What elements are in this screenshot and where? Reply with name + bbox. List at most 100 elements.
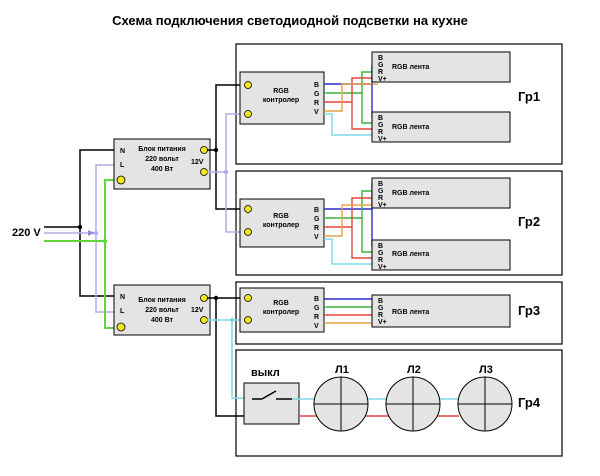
psu-1-plus-terminal — [200, 168, 208, 176]
controller-2-pin-r: R — [314, 225, 319, 232]
controller-1-line1: RGB — [273, 88, 289, 95]
lamp-2 — [385, 376, 441, 432]
controller-3-line2: контролер — [263, 309, 299, 316]
psu-1-output-label: 12V — [191, 159, 204, 166]
group-1-frame — [235, 43, 563, 165]
psu-2: N L Блок питания 220 вольт 400 Вт 12V — [113, 284, 211, 336]
diagram-title: Схема подключения светодиодной подсветки… — [112, 13, 468, 28]
controller-1-line2: контролер — [263, 97, 299, 104]
psu-2-l-label: L — [120, 308, 125, 315]
controller-3-line1: RGB — [273, 300, 289, 307]
strip-3: B G R V+ RGB лента — [371, 294, 511, 328]
group-1-rgb-wiring — [324, 65, 378, 136]
group-3-label: Гр3 — [518, 303, 540, 318]
controller-1-pin-b: B — [314, 82, 319, 89]
strip-2a-pin-r: R — [378, 195, 383, 202]
lamp-1 — [313, 376, 369, 432]
controller-2: RGB контролер B G R V — [239, 198, 325, 248]
controller-2-line2: контролер — [263, 222, 299, 229]
controller-1-plus-terminal — [244, 110, 252, 118]
controller-1-minus-terminal — [244, 81, 252, 89]
group-4-label: Гр4 — [518, 395, 541, 410]
controller-1: RGB контролер B G R V — [239, 71, 325, 125]
psu-2-minus-terminal — [200, 294, 208, 302]
psu-2-n-label: N — [120, 294, 125, 301]
controller-3-pin-r: R — [314, 314, 319, 321]
psu-1-minus-terminal — [200, 146, 208, 154]
strip-1b-pin-r: R — [378, 129, 383, 136]
psu-1-spec2: 400 Вт — [151, 166, 174, 173]
strip-2a-pin-g: G — [378, 188, 384, 195]
group-2-rgb-wiring — [324, 183, 378, 265]
psu-1-l-label: L — [120, 162, 125, 169]
strip-3-label: RGB лента — [392, 309, 429, 316]
group-4-frame — [235, 349, 563, 457]
controller-3: RGB контролер B G R V — [239, 287, 325, 333]
group-1-label: Гр1 — [518, 89, 540, 104]
psu-1-earth-terminal — [116, 175, 126, 185]
controller-3-plus-terminal — [244, 316, 252, 324]
psu-1-spec1: 220 вольт — [145, 156, 179, 163]
strip-3-pin-r: R — [378, 312, 383, 319]
psu-2-spec2: 400 Вт — [151, 317, 174, 324]
strip-2b-pin-v: V+ — [378, 264, 387, 271]
psu-1-n-label: N — [120, 148, 125, 155]
strip-2b-label: RGB лента — [392, 251, 429, 258]
psu-1-output-wiring — [207, 84, 244, 233]
strip-2a-pin-v: V+ — [378, 202, 387, 209]
strip-2b: B G R V+ RGB лента — [371, 239, 511, 271]
controller-2-pin-v: V — [314, 234, 319, 241]
input-voltage-label: 220 V — [12, 227, 41, 239]
lamp-2-label: Л2 — [407, 364, 421, 376]
strip-1a-pin-v: V+ — [378, 76, 387, 83]
strip-1b-pin-b: B — [378, 115, 383, 122]
lamp-1-label: Л1 — [335, 364, 349, 376]
lamp-3-label: Л3 — [479, 364, 493, 376]
strip-1b-pin-v: V+ — [378, 136, 387, 143]
controller-2-minus-terminal — [244, 205, 252, 213]
group-3-frame — [235, 281, 563, 345]
strip-2b-pin-r: R — [378, 257, 383, 264]
strip-3-pin-v: V+ — [378, 319, 387, 326]
strip-3-pin-b: B — [378, 298, 383, 305]
psu-1: N L Блок питания 220 вольт 400 Вт 12V — [113, 138, 211, 190]
controller-3-pin-v: V — [314, 323, 319, 330]
strip-3-pin-g: G — [378, 305, 384, 312]
strip-2b-pin-g: G — [378, 250, 384, 257]
strip-2b-pin-b: B — [378, 243, 383, 250]
controller-2-line1: RGB — [273, 213, 289, 220]
controller-3-pin-b: B — [314, 296, 319, 303]
controller-2-pin-g: G — [314, 216, 320, 223]
controller-1-pin-v: V — [314, 109, 319, 116]
psu-2-plus-terminal — [200, 316, 208, 324]
strip-1b: B G R V+ RGB лента — [371, 111, 511, 143]
controller-3-pin-g: G — [314, 305, 320, 312]
strip-1a-label: RGB лента — [392, 64, 429, 71]
strip-2a: B G R V+ RGB лента — [371, 177, 511, 209]
controller-1-pin-r: R — [314, 100, 319, 107]
strip-1b-pin-g: G — [378, 122, 384, 129]
group-3-rgb-wiring — [324, 298, 378, 324]
strip-1a: B G R V+ RGB лента — [371, 51, 511, 83]
controller-3-minus-terminal — [244, 294, 252, 302]
strip-1a-pin-r: R — [378, 69, 383, 76]
controller-2-plus-terminal — [244, 228, 252, 236]
psu-2-earth-terminal — [116, 322, 126, 332]
strip-2a-label: RGB лента — [392, 190, 429, 197]
psu-1-name: Блок питания — [138, 146, 186, 153]
controller-2-pin-b: B — [314, 207, 319, 214]
strip-1a-pin-b: B — [378, 55, 383, 62]
switch-label: выкл — [251, 367, 280, 379]
lamp-3 — [457, 376, 513, 432]
psu-2-output-label: 12V — [191, 307, 204, 314]
strip-1b-label: RGB лента — [392, 124, 429, 131]
psu-2-name: Блок питания — [138, 297, 186, 304]
mains-wiring — [44, 149, 114, 329]
psu-2-spec1: 220 вольт — [145, 307, 179, 314]
group-2-label: Гр2 — [518, 214, 540, 229]
group-2-frame — [235, 170, 563, 276]
strip-2a-pin-b: B — [378, 181, 383, 188]
strip-1a-pin-g: G — [378, 62, 384, 69]
